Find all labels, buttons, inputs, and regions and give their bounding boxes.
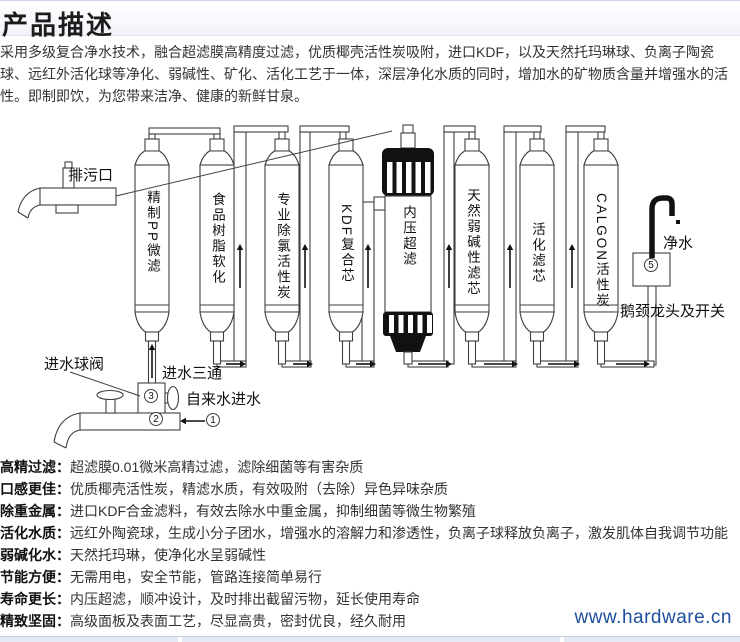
feature-label: 寿命更长： — [0, 591, 70, 607]
diagram-label-tap_water: 自来水进水 — [186, 391, 262, 408]
filter-label-8: CALGON活性炭 — [594, 193, 609, 309]
filter-label-2: 食品树脂软化 — [210, 192, 225, 285]
filter-label-5: 内压超滤 — [401, 205, 416, 267]
intro-paragraph: 采用多级复合净水技术，融合超滤膜高精度过滤，优质椰壳活性炭吸附，进口KDF，以及… — [0, 44, 728, 104]
section-header: 产品描述 — [0, 0, 740, 40]
feature-text: 优质椰壳活性炭，精滤水质，有效吸附（去除）异色异味杂质 — [70, 481, 448, 497]
bottom-border-bar — [0, 636, 740, 642]
feature-list: 高精过滤：超滤膜0.01微米高精过滤，滤除细菌等有害杂质口感更佳：优质椰壳活性炭… — [0, 456, 740, 632]
filter-label-3: 专业除氯活性炭 — [275, 192, 290, 301]
feature-label: 活化水质： — [0, 525, 70, 541]
filtration-diagram: 排污口进水球阀进水三通自来水进水 净水鹅颈龙头及开关 精制PP微滤 食品树脂软化 专业除… — [0, 112, 740, 452]
feature-text: 远红外陶瓷球，生成小分子团水，增强水的溶解力和渗透性，负离子球释放负离子，激发肌… — [70, 525, 728, 541]
feature-label: 精致坚固： — [0, 613, 70, 629]
feature-row-5: 弱碱化水：天然托玛琳，使净化水呈弱碱性 — [0, 544, 740, 566]
feature-text: 天然托玛琳，使净化水呈弱碱性 — [70, 547, 266, 563]
page-title: 产品描述 — [2, 11, 115, 40]
filter-label-1: 精制PP微滤 — [145, 190, 160, 275]
feature-label: 除重金属： — [0, 503, 70, 519]
flow-marker-1: 1 — [206, 413, 220, 427]
feature-row-7: 寿命更长：内压超滤，顺冲设计，及时排出截留污物，延长使用寿命 — [0, 588, 740, 610]
feature-text: 高级面板及表面工艺，尽显高贵，密封优良，经久耐用 — [70, 613, 406, 629]
feature-row-3: 除重金属：进口KDF合金滤料，有效去除水中重金属，抑制细菌等微生物繁殖 — [0, 500, 740, 522]
diagram-label-drain: 排污口 — [68, 167, 114, 184]
diagram-label-faucet_switch: 鹅颈龙头及开关 — [620, 303, 726, 320]
feature-row-1: 高精过滤：超滤膜0.01微米高精过滤，滤除细菌等有害杂质 — [0, 456, 740, 478]
feature-label: 节能方便： — [0, 569, 70, 585]
filter-label-6: 天然弱碱性滤芯 — [465, 188, 480, 297]
watermark-link[interactable]: www.hardware.cn — [574, 607, 732, 628]
diagram-label-inlet_tee: 进水三通 — [162, 365, 223, 382]
flow-marker-3: 3 — [144, 389, 158, 403]
diagram-label-clean_water: 净水 — [663, 235, 694, 252]
feature-row-8: 精致坚固：高级面板及表面工艺，尽显高贵，密封优良，经久耐用 — [0, 610, 740, 632]
filtration-diagram-drawing — [17, 124, 680, 449]
feature-text: 进口KDF合金滤料，有效去除水中重金属，抑制细菌等微生物繁殖 — [70, 503, 476, 519]
filter-label-7: 活化滤芯 — [530, 222, 545, 284]
flow-marker-5: 5 — [644, 258, 658, 272]
diagram-label-inlet_valve: 进水球阀 — [44, 356, 105, 373]
feature-label: 高精过滤： — [0, 459, 70, 475]
feature-row-2: 口感更佳：优质椰壳活性炭，精滤水质，有效吸附（去除）异色异味杂质 — [0, 478, 740, 500]
filter-label-4: KDF复合芯 — [339, 204, 354, 284]
feature-text: 超滤膜0.01微米高精过滤，滤除细菌等有害杂质 — [70, 459, 364, 475]
feature-row-4: 活化水质：远红外陶瓷球，生成小分子团水，增强水的溶解力和渗透性，负离子球释放负离… — [0, 522, 740, 544]
feature-label: 口感更佳： — [0, 481, 70, 497]
flow-marker-2: 2 — [149, 412, 163, 426]
feature-row-6: 节能方便：无需用电，安全节能，管路连接简单易行 — [0, 566, 740, 588]
feature-text: 无需用电，安全节能，管路连接简单易行 — [70, 569, 322, 585]
feature-text: 内压超滤，顺冲设计，及时排出截留污物，延长使用寿命 — [70, 591, 420, 607]
feature-label: 弱碱化水： — [0, 547, 70, 563]
